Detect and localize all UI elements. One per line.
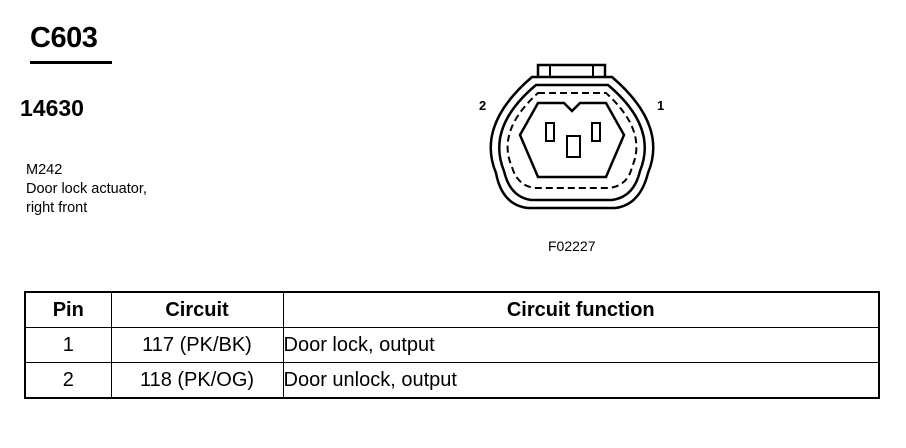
cell-circuit: 117 (PK/BK) — [110, 327, 284, 363]
header-pin: Pin — [24, 291, 112, 328]
header-function: Circuit function — [282, 291, 880, 328]
connector-face-diagram — [489, 63, 655, 210]
terminal-pin-1 — [591, 122, 601, 142]
table-row: 1 117 (PK/BK) Door lock, output — [24, 327, 880, 363]
terminal-pin-2 — [545, 122, 555, 142]
pin-label-2: 2 — [479, 98, 487, 113]
component-description-line1: Door lock actuator, — [26, 181, 147, 197]
terminal-center — [566, 135, 581, 158]
cell-pin: 1 — [24, 327, 112, 363]
connector-id: C603 — [30, 22, 98, 54]
component-description-line2: right front — [26, 200, 88, 216]
component-code: M242 — [26, 162, 63, 178]
connector-id-underline — [30, 61, 112, 64]
pin-table: Pin Circuit Circuit function 1 117 (PK/B… — [24, 291, 880, 399]
pin-label-1: 1 — [657, 98, 665, 113]
cell-function: Door unlock, output — [282, 362, 880, 399]
cell-circuit: 118 (PK/OG) — [110, 362, 284, 399]
part-number: 14630 — [20, 95, 84, 121]
cell-function: Door lock, output — [282, 327, 880, 363]
table-header-row: Pin Circuit Circuit function — [24, 291, 880, 328]
connector-inner-housing — [497, 83, 647, 202]
header-circuit: Circuit — [110, 291, 284, 328]
table-row: 2 118 (PK/OG) Door unlock, output — [24, 362, 880, 399]
figure-code: F02227 — [548, 238, 596, 254]
cell-pin: 2 — [24, 362, 112, 399]
